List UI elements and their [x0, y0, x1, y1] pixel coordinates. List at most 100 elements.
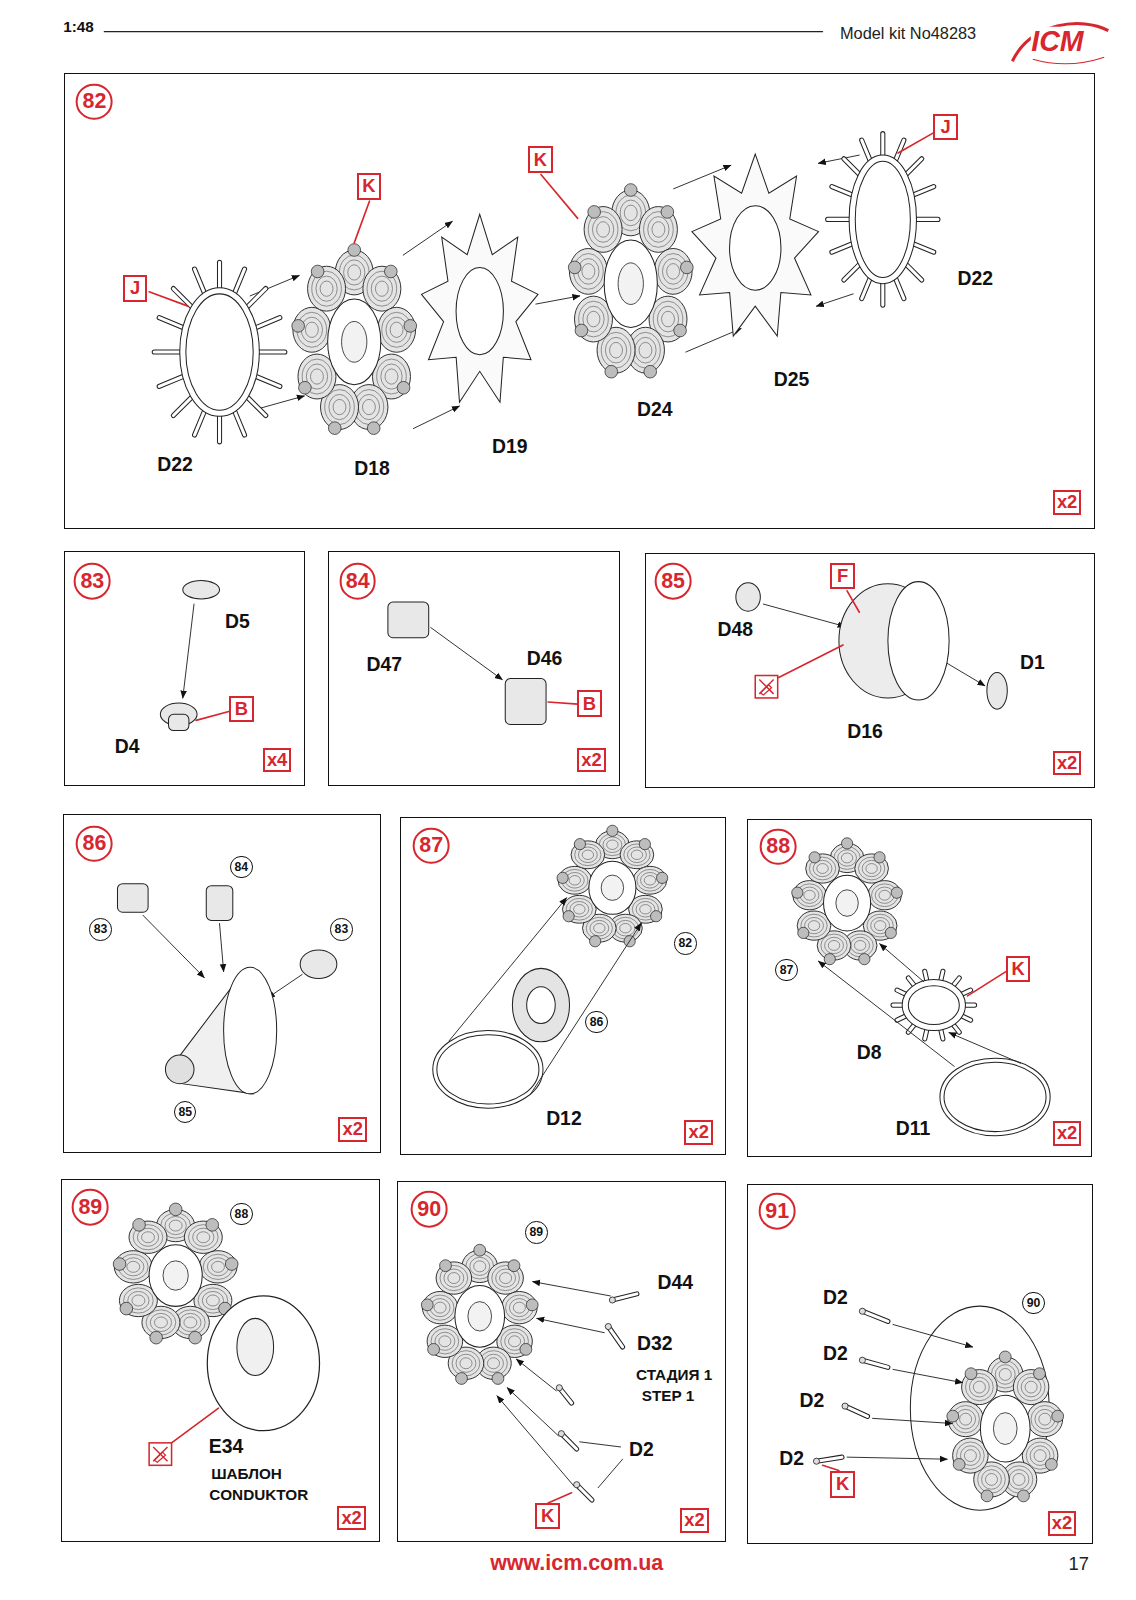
symbol-frame: [149, 1443, 171, 1465]
cooling-fin: [154, 1317, 167, 1328]
cooling-fin: [430, 1299, 450, 1317]
cylinder: [868, 881, 902, 910]
exhaust-stub: [234, 269, 245, 295]
exhaust-stub-inner: [256, 351, 285, 354]
cylinder-head: [674, 324, 687, 337]
part-label: СТАДИЯ 1: [636, 1368, 712, 1383]
collector-ring: [183, 291, 256, 413]
assembly-arrow: [531, 923, 641, 1093]
pipe-part-inner: [608, 1327, 622, 1347]
step-reference: 86: [585, 1011, 607, 1033]
cooling-fin: [456, 1354, 476, 1372]
part-d11: [942, 1060, 1048, 1133]
cylinder-head: [798, 927, 809, 938]
assembly-arrow: [250, 276, 299, 296]
cooling-fin: [1013, 1473, 1025, 1485]
part-d4-body: [169, 714, 189, 730]
cylinder-head: [150, 1331, 163, 1344]
part-label: E34: [209, 1437, 243, 1456]
cylinder-head: [348, 244, 361, 257]
cooling-fin: [132, 1295, 145, 1306]
step-reference-number: 83: [94, 923, 108, 935]
kit-number: Model kit No48283: [840, 24, 976, 40]
exhaust-stub: [195, 409, 206, 435]
step-reference-number: 85: [178, 1106, 192, 1118]
part-label: D18: [354, 459, 390, 478]
cylinder-head: [563, 911, 574, 922]
cylinder-head: [792, 887, 803, 898]
assembly-arrow: [449, 898, 566, 1041]
exhaust-stub-inner: [913, 218, 937, 221]
exhaust-stub: [173, 289, 193, 309]
step-reference: 83: [89, 918, 111, 940]
pipe-part-inner: [862, 1360, 888, 1367]
sprue-letter: B: [235, 700, 248, 718]
sprue-letter-box: J: [933, 114, 957, 141]
cooling-fin: [956, 1409, 976, 1429]
cooling-fin: [841, 853, 852, 863]
step-reference: 87: [775, 959, 797, 981]
pipe-flange: [813, 1458, 819, 1464]
sprue-letter: F: [837, 567, 848, 585]
cooling-fin: [828, 940, 839, 950]
exhaust-stub-inner: [159, 318, 185, 329]
exhaust-stub: [253, 375, 279, 386]
exhaust-stub-inner: [253, 375, 279, 386]
part-label: D22: [157, 455, 193, 474]
cross-out: [759, 680, 773, 694]
pipe-part: [862, 1360, 888, 1367]
exhaust-stub: [246, 395, 266, 415]
cylinder-head: [607, 825, 618, 836]
pipe-flange: [842, 1403, 848, 1409]
cooling-fin: [999, 1368, 1011, 1380]
collector-ring-inner: [905, 983, 962, 1028]
cooling-fin: [439, 1336, 451, 1347]
part-label: D46: [527, 649, 563, 668]
part-label: D44: [657, 1274, 693, 1293]
part-label: ШАБЛОН: [211, 1467, 282, 1482]
assembly-arrow: [763, 604, 845, 626]
part-d46: [505, 679, 546, 725]
crankcase-center: [730, 206, 781, 290]
crankcase: [328, 299, 381, 385]
exhaust-stub: [828, 217, 852, 222]
part-d12-inner: [435, 1033, 541, 1106]
exhaust-stub: [217, 413, 222, 442]
leader-line: [354, 201, 369, 243]
symbol-frame: [755, 676, 777, 698]
part-sub-84: [206, 886, 233, 921]
cone-rim: [224, 967, 277, 1094]
cylinder-head: [328, 422, 341, 435]
cylinder-head: [605, 365, 618, 378]
cooling-fin: [565, 872, 584, 888]
cooling-fin: [348, 265, 361, 280]
leader-line: [967, 971, 1006, 995]
quantity-box: x2: [1053, 1121, 1081, 1145]
part-label: D2: [629, 1440, 654, 1459]
crankcase-outline: [421, 214, 538, 402]
assembly-arrow: [536, 296, 580, 304]
quantity-text: x2: [581, 751, 601, 769]
cylinder-head: [574, 839, 585, 850]
exhaust-ring: [828, 134, 938, 305]
cooling-fin: [817, 864, 828, 874]
cooling-fin: [875, 887, 894, 903]
quantity-box: x2: [1048, 1511, 1076, 1535]
step-panel: 8684838385x2: [63, 814, 380, 1153]
step-number: 89: [72, 1189, 109, 1226]
step-reference-number: 84: [235, 861, 249, 873]
part-label: D47: [367, 655, 403, 674]
step-panel: 84D47D46Bx2: [328, 551, 620, 786]
cone-hub: [165, 1055, 194, 1084]
quantity-box: x2: [680, 1508, 708, 1532]
crankcase-hub: [163, 1261, 188, 1290]
cylinder-head: [384, 265, 397, 278]
cooling-fin: [582, 850, 593, 859]
part-label: D19: [492, 437, 528, 456]
cylinder-head: [965, 1368, 977, 1380]
step-reference-number: 88: [235, 1208, 249, 1220]
pipe-flange: [859, 1357, 865, 1363]
step-number: 87: [413, 827, 450, 864]
assembly-arrow: [847, 1457, 947, 1459]
